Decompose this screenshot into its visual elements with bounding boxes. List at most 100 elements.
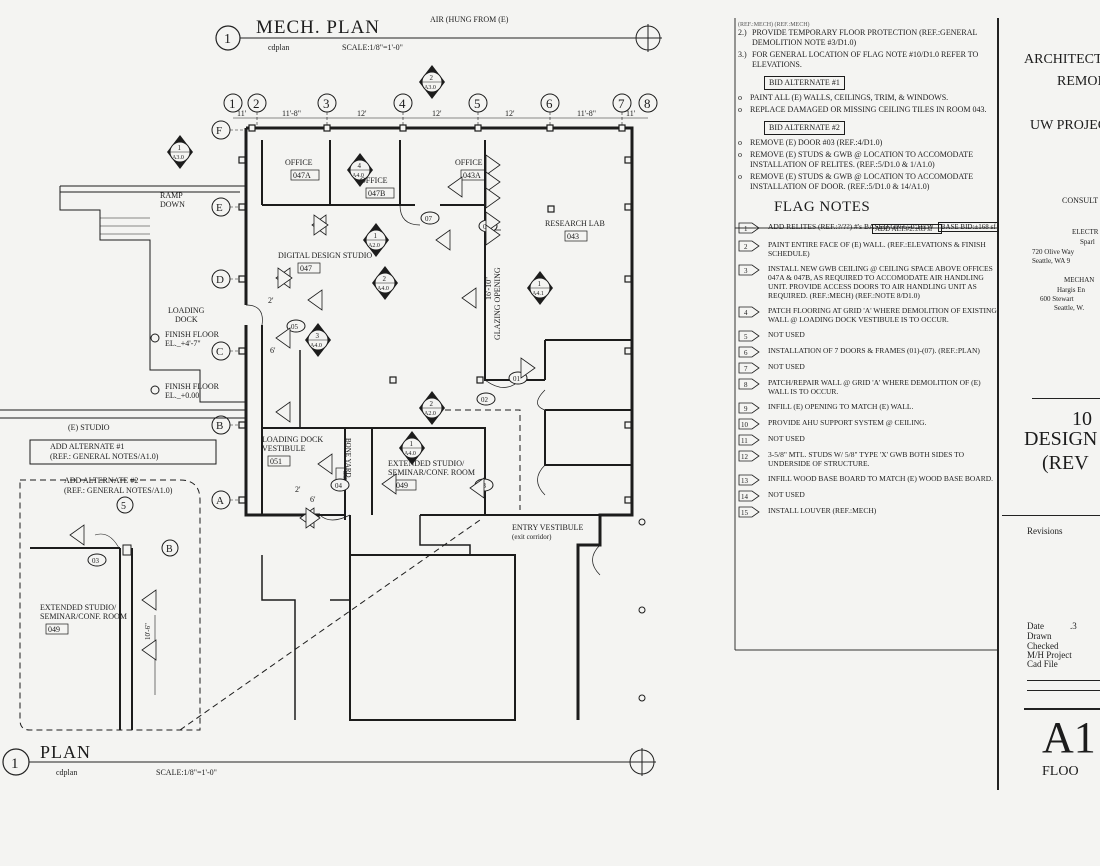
section-mark-num: 1 xyxy=(410,440,414,448)
structural-columns xyxy=(238,124,632,504)
wall-east-room-1 xyxy=(544,339,632,380)
enlarged-walls xyxy=(30,547,133,730)
tb-mechanical-addr2: Seattle, W. xyxy=(1054,304,1085,312)
flag-triangle xyxy=(435,229,451,251)
flag-note-marker: 10 xyxy=(738,418,760,430)
tb-rule-5 xyxy=(1024,708,1100,710)
column xyxy=(238,275,246,283)
column xyxy=(238,347,246,355)
finish-floor-2-el: EL._+0.00' xyxy=(165,391,201,400)
dimension-strings: 11'11'-8"12'12'12'11'-8"11' xyxy=(233,109,648,119)
dim-text: 12' xyxy=(505,109,515,118)
flag-marker-icon: 4 xyxy=(738,306,760,318)
elev-symbol-1 xyxy=(150,333,160,343)
svg-text:11: 11 xyxy=(741,437,748,445)
notes-panel: (REF.:MECH) (REF.:MECH) 2.)PROVIDE TEMPO… xyxy=(738,22,1000,522)
bottom-plan-title-text: PLAN xyxy=(40,742,91,762)
section-mark-num: 3 xyxy=(316,332,320,340)
general-notes: 2.)PROVIDE TEMPORARY FLOOR PROTECTION (R… xyxy=(738,28,1000,70)
column xyxy=(546,124,554,132)
flag-note-marker: 11 xyxy=(738,434,760,446)
tb-electrical-addr2: Seattle, WA 9 xyxy=(1032,257,1071,265)
flag-triangle xyxy=(275,401,291,423)
grid-row-label-E: E xyxy=(216,202,223,214)
section-mark-1-A4.0: 1A4.0 xyxy=(399,431,425,465)
svg-text:15: 15 xyxy=(741,509,749,517)
section-mark-num: 2 xyxy=(383,275,387,283)
flag-triangle xyxy=(317,453,333,475)
grid-b-label: B xyxy=(166,544,173,555)
section-mark-sheet: A3.0 xyxy=(424,85,436,91)
room-number: 050 xyxy=(341,471,347,480)
misc-circle-1 xyxy=(638,518,646,526)
top-plan-number: 1 xyxy=(224,32,231,47)
alt-callout-ref: (REF.: GENERAL NOTES/A1.0) xyxy=(50,452,159,461)
room-name: SEMINAR/CONF. ROOM xyxy=(388,468,475,477)
room-name: OFFICE xyxy=(455,158,483,167)
room-number: 043 xyxy=(567,232,579,241)
svg-text:2: 2 xyxy=(744,243,748,251)
tb-revisions: Revisions xyxy=(1027,526,1063,536)
misc-circle-2 xyxy=(638,606,646,614)
tb-electrical-firm: Sparl xyxy=(1080,238,1095,246)
ramp-stair xyxy=(0,185,246,419)
door-tag-04 xyxy=(330,478,350,492)
svg-text:1: 1 xyxy=(744,225,748,233)
flag-marker-icon: 8 xyxy=(738,378,760,390)
grid-col-label-8: 8 xyxy=(644,96,651,111)
flag-marker-icon: 1 xyxy=(738,222,760,234)
svg-text:6: 6 xyxy=(744,349,748,357)
notes-cut-top: (REF.:MECH) (REF.:MECH) xyxy=(738,22,810,28)
section-mark-2-A4.0: 2A4.0 xyxy=(372,266,398,300)
wall-glazing xyxy=(484,205,545,381)
plan-labels: RAMP DOWN LOADING DOCK FINISH FLOOR EL._… xyxy=(68,191,646,702)
column xyxy=(624,275,632,283)
column xyxy=(238,203,246,211)
flag-marker-icon: 11 xyxy=(738,434,760,446)
column xyxy=(624,203,632,211)
stair-treads xyxy=(100,217,150,235)
tb-floor: FLOO xyxy=(1042,764,1079,779)
tb-rule-2 xyxy=(1002,515,1100,516)
room-number: 047 xyxy=(300,264,312,273)
flag-marker-icon: 12 xyxy=(738,450,760,462)
wall-bone-yard xyxy=(344,428,373,515)
flag-note-text: NOT USED xyxy=(768,434,805,443)
grid-5-label: 5 xyxy=(121,501,126,512)
tb-sheet-num: A1 xyxy=(1042,713,1096,762)
room-number-box xyxy=(45,623,69,635)
general-note-num: 3.) xyxy=(738,50,747,59)
top-plan-title: 1 MECH. PLAN cdplan SCALE:1/8"=1'-0" AIR… xyxy=(215,15,662,52)
tb-rule-3 xyxy=(1027,680,1100,681)
top-plan-title-text: MECH. PLAN xyxy=(256,17,380,38)
grid-col-label-3: 3 xyxy=(323,96,330,111)
section-mark-num: 2 xyxy=(430,400,434,408)
grid-col-label-5: 5 xyxy=(474,96,481,111)
dim-text: 11' xyxy=(626,109,636,118)
tb-rule-4 xyxy=(1027,690,1100,691)
flag-marker-icon: 15 xyxy=(738,506,760,518)
room-number: 047A xyxy=(293,171,311,180)
section-mark-num: 4 xyxy=(358,162,362,170)
flag-triangle xyxy=(469,477,485,499)
section-mark-sheet: A4.1 xyxy=(532,291,544,297)
bottom-plan-title: 1 PLAN cdplan SCALE:1/8"=1'-0" xyxy=(2,742,656,777)
room-number: 051 xyxy=(270,457,282,466)
tb-drawn: Drawn xyxy=(1027,631,1052,641)
room-number: 049 xyxy=(48,625,60,634)
flag-triangle xyxy=(461,287,477,309)
room-name: OFFICE xyxy=(285,158,313,167)
flag-note-marker: 7 xyxy=(738,362,760,374)
exit-corridor-label: (exit corridor) xyxy=(512,533,552,541)
